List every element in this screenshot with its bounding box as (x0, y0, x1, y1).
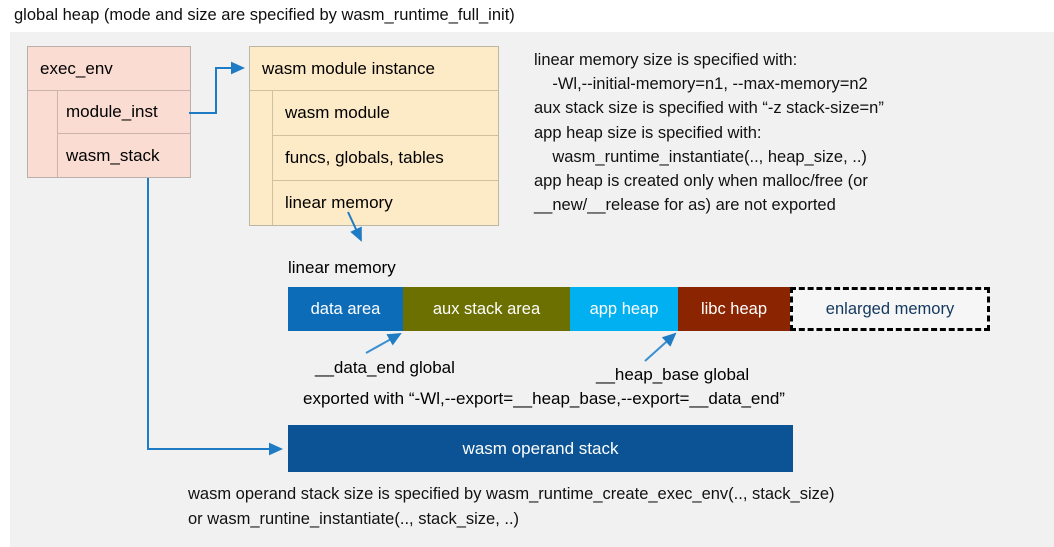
module-instance-row-linear-memory: linear memory (272, 181, 498, 225)
annotation-heap-base-global: __heap_base global (596, 365, 750, 384)
exec-env-row-wasm-stack: wasm_stack (57, 134, 190, 177)
operand-stack-note: wasm operand stack size is specified by … (188, 485, 835, 528)
wasm-operand-stack-bar: wasm operand stack (288, 425, 793, 472)
memory-segment-aux-stack-area: aux stack area (403, 287, 570, 331)
module-instance-row-funcs-globals-tables: funcs, globals, tables (272, 136, 498, 181)
module-instance-row-wasm-module: wasm module (272, 91, 498, 136)
memory-config-notes: linear memory size is specified with: -W… (534, 51, 884, 215)
wasm-module-instance-header-label: wasm module instance (250, 47, 498, 91)
linear-memory-caption: linear memory (288, 258, 396, 277)
memory-segment-libc-heap: libc heap (678, 287, 790, 331)
annotation-exported-with: exported with “-Wl,--export=__heap_base,… (303, 389, 785, 408)
memory-segment-data-area: data area (288, 287, 403, 331)
annotation-data-end-global: __data_end global (315, 358, 455, 377)
memory-segment-enlarged-memory: enlarged memory (790, 287, 990, 331)
linear-memory-bar: data area aux stack area app heap libc h… (288, 287, 990, 331)
exec-env-header-label: exec_env (28, 47, 190, 91)
page-title: global heap (mode and size are specified… (14, 6, 515, 24)
memory-segment-app-heap: app heap (570, 287, 678, 331)
exec-env-row-module-inst: module_inst (57, 91, 190, 134)
